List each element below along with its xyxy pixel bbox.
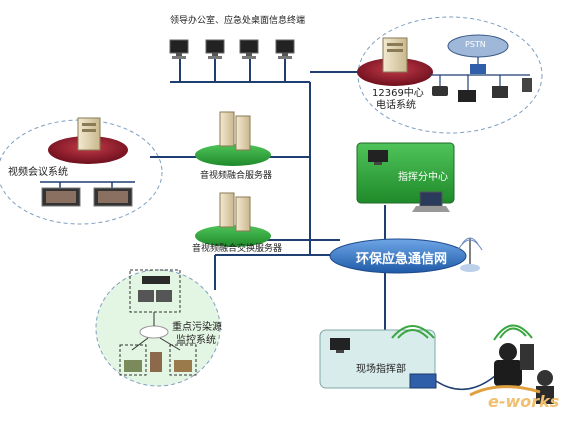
- av-switch-server-disc: [195, 225, 271, 247]
- phone-center-label-1: 12369中心: [372, 88, 424, 99]
- monitor-label-2: 监控系统: [176, 335, 216, 346]
- terminals-title: 领导办公室、应急处桌面信息终端: [170, 16, 306, 26]
- video-conf-zone: [0, 119, 163, 225]
- monitor-links: [131, 312, 181, 351]
- monitor-dvr-icon: [129, 269, 181, 313]
- watermark-swirl: [469, 385, 541, 397]
- av-server-disc: [195, 144, 271, 166]
- video-conf-label: 视频会议系统: [8, 167, 68, 178]
- monitor-label-1: 重点污染源: [172, 322, 222, 333]
- video-conf-server-icon: [77, 117, 101, 151]
- network-core: [329, 238, 467, 274]
- antenna-icon: [457, 237, 483, 272]
- av-server-label: 音视频融合服务器: [200, 171, 273, 181]
- field-device-icon: [409, 373, 437, 389]
- video-conf-links: [40, 181, 135, 188]
- pstn-label: PSTN: [465, 40, 486, 49]
- field-wireless-link: [435, 375, 496, 391]
- monitor-cloud: [139, 325, 169, 339]
- av-switch-server-icon: [219, 192, 251, 232]
- field-personnel-icon: [494, 343, 554, 404]
- conference-screens: [41, 187, 133, 207]
- desk-phone-icons: [432, 78, 532, 102]
- av-switch-server-label: 音视频融合交换服务器: [192, 244, 283, 254]
- desktop-terminals: [169, 39, 295, 59]
- av-server-icon: [219, 111, 251, 151]
- field-command-label: 现场指挥部: [356, 364, 406, 375]
- pstn-gateway-icon: [470, 64, 486, 74]
- command-sub-monitor-icon: [368, 150, 388, 165]
- phone-server-icon: [382, 37, 408, 73]
- command-sub-laptop-icon: [412, 191, 450, 212]
- command-sub-label: 指挥分中心: [398, 172, 448, 183]
- wireless-arcs: [391, 324, 533, 341]
- monitor-cameras: [119, 344, 197, 376]
- phone-center-label-2: 电话系统: [376, 100, 416, 111]
- network-label: 环保应急通信网: [356, 252, 448, 267]
- watermark: e-works: [488, 392, 560, 411]
- field-monitor-icon: [330, 338, 350, 353]
